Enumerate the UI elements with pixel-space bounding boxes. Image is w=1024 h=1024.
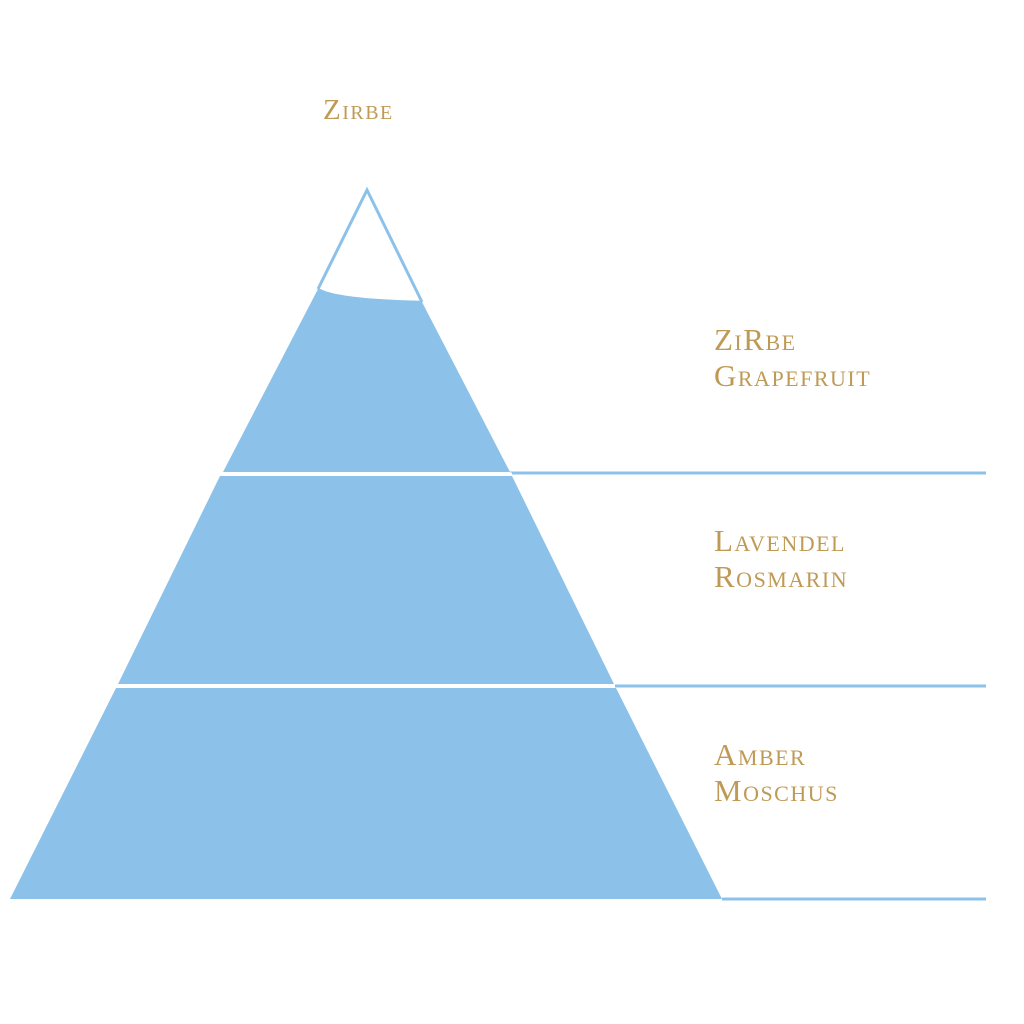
tier-label-middle: Lavendel Rosmarin [714, 523, 848, 595]
tier-bottom-line1: Amber [714, 737, 807, 772]
pyramid-tier-bottom [10, 688, 722, 899]
pyramid-peak-outline [316, 186, 424, 303]
peak-label: Zirbe [323, 94, 394, 126]
pyramid-tier-top [223, 289, 510, 472]
pyramid-peak-curve [317, 287, 423, 304]
tier-label-top: ZiRbe Grapefruit [714, 322, 871, 394]
pyramid-tier-middle [118, 476, 614, 684]
tier-top-line1: ZiRbe [714, 322, 797, 357]
tier-bottom-line2: Moschus [714, 773, 839, 808]
tier-middle-line1: Lavendel [714, 523, 846, 558]
tier-label-bottom: Amber Moschus [714, 737, 839, 809]
tier-middle-line2: Rosmarin [714, 559, 849, 594]
tier-top-line2: Grapefruit [714, 358, 872, 393]
